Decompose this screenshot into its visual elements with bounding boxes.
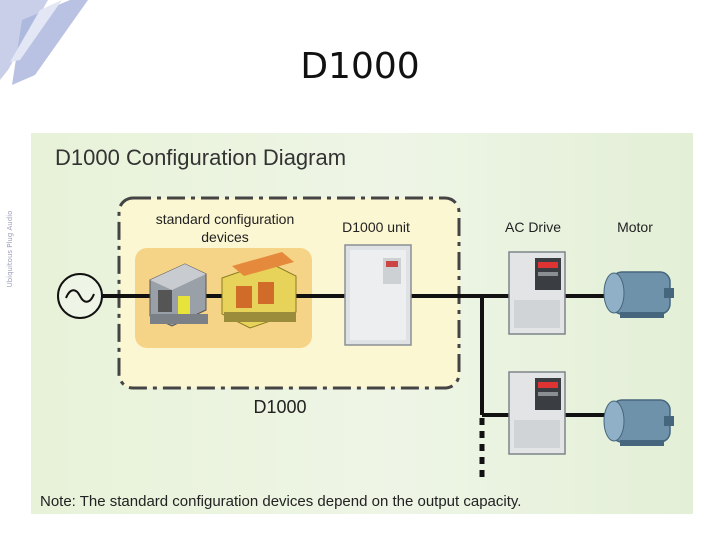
power-source-icon <box>57 273 103 319</box>
d1000-group-label: D1000 <box>253 397 307 417</box>
d1000-unit-label: D1000 unit <box>342 219 410 235</box>
motor-2-icon <box>603 399 674 446</box>
diagram-title: D1000 Configuration Diagram <box>55 145 347 170</box>
ac-drive-1-icon <box>508 251 566 335</box>
motor-1-icon <box>603 271 674 318</box>
slide-title: D1000 <box>300 46 420 87</box>
std-device-1-icon <box>149 263 208 327</box>
note-text: Note: The standard configuration devices… <box>40 493 522 510</box>
std-devices-label: standard configuration devices <box>155 211 295 245</box>
motor-label: Motor <box>617 219 653 235</box>
ac-drive-2-icon <box>508 371 566 455</box>
ac-drive-label: AC Drive <box>504 219 561 235</box>
d1000-unit-icon <box>344 244 412 346</box>
std-device-2-icon <box>221 252 297 329</box>
logo <box>0 0 88 85</box>
